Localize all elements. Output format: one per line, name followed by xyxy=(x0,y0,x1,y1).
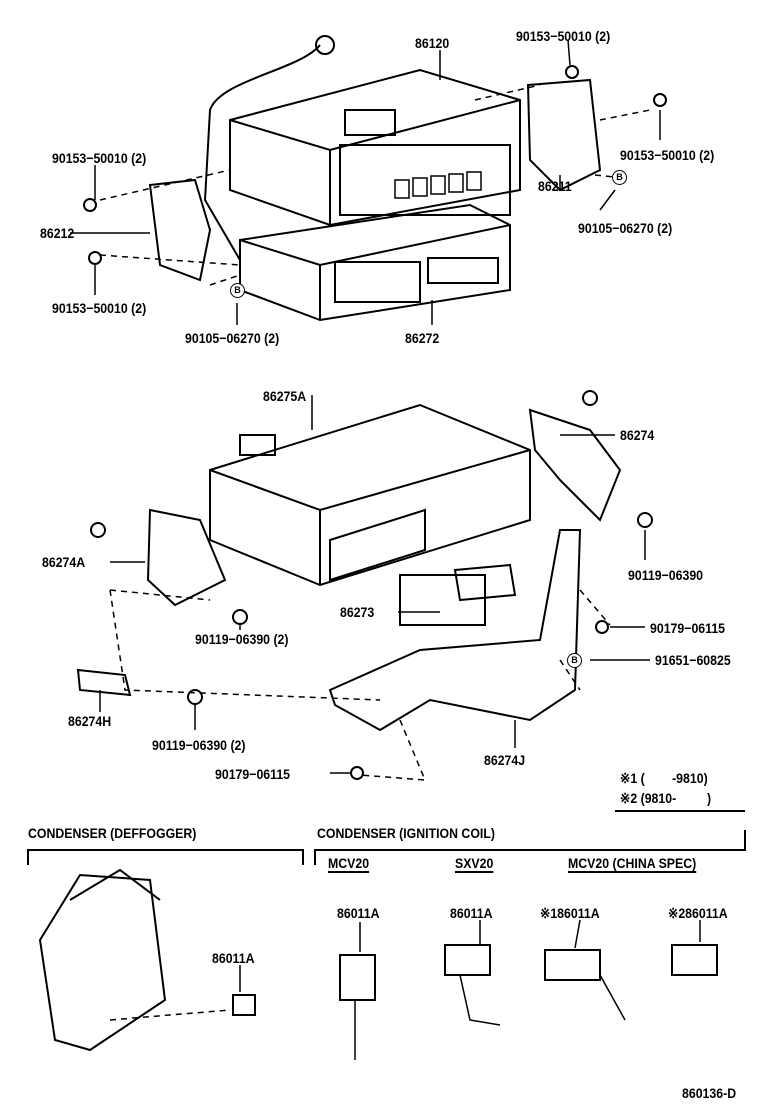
bracket-86212 xyxy=(148,178,212,282)
legend-note-1: ※1 ( -9810) xyxy=(620,770,708,786)
part-label: 86275A xyxy=(263,388,307,404)
part-label: 90105−06270 (2) xyxy=(185,330,280,346)
part-label: 91651−60825 xyxy=(655,652,731,668)
part-label: 86274A xyxy=(42,554,86,570)
part-label: 86211 xyxy=(538,178,572,194)
ignition-coil-condenser-drawings xyxy=(339,919,718,1060)
section-brackets xyxy=(27,830,746,865)
section-title-ignition-coil: CONDENSER (IGNITION COIL) xyxy=(317,825,495,841)
model-heading: MCV20 (CHINA SPEC) xyxy=(568,855,697,871)
part-label: 86212 xyxy=(40,225,75,241)
bracket-86274J xyxy=(328,529,582,732)
bracket-86274 xyxy=(528,408,622,522)
part-label: 86272 xyxy=(405,330,440,346)
marker-b: B xyxy=(567,653,582,668)
model-heading: SXV20 xyxy=(455,855,494,871)
part-label: 86273 xyxy=(340,604,375,620)
marker-b: B xyxy=(612,170,627,185)
callout-lines xyxy=(70,39,661,774)
radio-unit-drawing xyxy=(203,35,521,261)
cassette-unit-drawing xyxy=(239,203,511,322)
part-label: 86011A xyxy=(450,905,493,921)
section-title-defogger: CONDENSER (DEFFOGGER) xyxy=(28,825,197,841)
part-label: 90153−50010 (2) xyxy=(52,150,147,166)
bolt-drawings xyxy=(83,65,667,780)
part-label: 86274H xyxy=(68,713,112,729)
bracket-86211 xyxy=(526,78,602,192)
part-label: 86120 xyxy=(415,35,450,51)
part-label: 90153−50010 (2) xyxy=(620,147,715,163)
defogger-condenser-drawing xyxy=(38,868,256,1052)
model-heading: MCV20 xyxy=(328,855,370,871)
part-label: 90119−06390 xyxy=(628,567,704,583)
bracket-86274A xyxy=(146,508,227,607)
part-label: 86011A xyxy=(212,950,255,966)
part-label: 90153−50010 (2) xyxy=(516,28,611,44)
part-label: ※186011A xyxy=(540,905,600,921)
part-label: 90119−06390 (2) xyxy=(195,631,289,647)
part-label: 90105−06270 (2) xyxy=(578,220,673,236)
part-label: 86011A xyxy=(337,905,380,921)
marker-b: B xyxy=(230,283,245,298)
part-label: 90179−06115 xyxy=(650,620,726,636)
part-label: 90179−06115 xyxy=(215,766,291,782)
magazine-86273 xyxy=(399,574,486,626)
part-label: 86274 xyxy=(620,427,655,443)
legend-note-2: ※2 (9810- ) xyxy=(620,790,712,806)
assembly-guide-lines xyxy=(99,84,651,781)
cd-changer-drawing xyxy=(209,403,531,587)
part-label: 86274J xyxy=(484,752,526,768)
diagram-id: 860136-D xyxy=(682,1085,737,1101)
part-label: 90153−50010 (2) xyxy=(52,300,147,316)
bracket-86274H xyxy=(76,668,132,697)
part-label: 90119−06390 (2) xyxy=(152,737,246,753)
part-label: ※286011A xyxy=(668,905,728,921)
